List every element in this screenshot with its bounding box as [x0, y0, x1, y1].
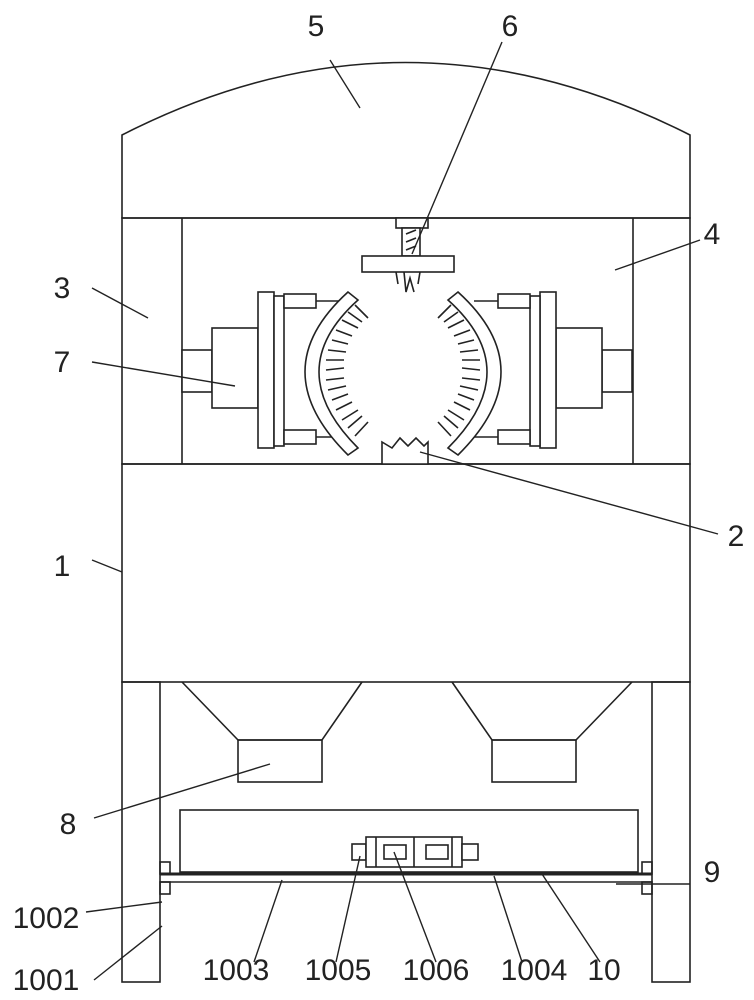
left-rod-bottom	[283, 429, 317, 445]
label-1005: 1005	[305, 954, 372, 987]
right-leg	[651, 681, 691, 983]
label-3: 3	[54, 272, 71, 305]
top-cover	[121, 61, 691, 219]
leader-1003	[253, 879, 283, 963]
label-10: 10	[587, 954, 620, 987]
right-motor	[555, 327, 603, 409]
left-clamp-plate	[257, 291, 275, 449]
leader-10	[541, 873, 601, 963]
leader-1	[91, 559, 123, 573]
label-8: 8	[60, 808, 77, 841]
left-hopper-outlet	[237, 739, 323, 783]
latch-slot-left	[383, 844, 407, 860]
right-rod-top	[497, 293, 531, 309]
leader-5	[329, 59, 361, 109]
right-motor-small	[601, 349, 633, 393]
left-jaw-teeth	[325, 304, 369, 437]
label-1003: 1003	[203, 954, 270, 987]
right-bracket-lower	[641, 881, 653, 895]
collection-drawer	[179, 809, 639, 873]
leader-7	[91, 361, 236, 387]
latch-slot-right	[425, 844, 449, 860]
left-leg	[121, 681, 161, 983]
left-jaw	[304, 290, 360, 457]
label-1001: 1001	[13, 964, 80, 997]
support-block	[381, 436, 429, 465]
left-hopper	[181, 681, 363, 741]
leader-1005	[335, 855, 361, 963]
label-5: 5	[308, 10, 325, 43]
right-jaw-teeth	[437, 304, 481, 437]
leader-1006	[393, 851, 437, 963]
leader-6	[411, 41, 503, 255]
leader-2	[419, 451, 719, 535]
label-6: 6	[502, 10, 519, 43]
leader-1004	[493, 875, 523, 963]
right-clamp-plate	[539, 291, 557, 449]
label-1: 1	[54, 550, 71, 583]
left-bracket-upper	[159, 861, 171, 875]
main-body	[121, 463, 691, 683]
label-1002: 1002	[13, 902, 80, 935]
label-1006: 1006	[403, 954, 470, 987]
right-rod-bottom	[497, 429, 531, 445]
leader-4	[614, 239, 701, 271]
left-motor-small	[181, 349, 213, 393]
leader-1001	[93, 925, 163, 981]
leader-1002	[85, 901, 163, 913]
left-motor	[211, 327, 259, 409]
leader-3	[91, 287, 149, 319]
label-2: 2	[728, 520, 745, 553]
right-bracket-upper	[641, 861, 653, 875]
latch-end-right	[461, 843, 479, 861]
press-tip	[395, 271, 421, 293]
right-hopper	[451, 681, 633, 741]
label-7: 7	[54, 346, 71, 379]
right-hopper-outlet	[491, 739, 577, 783]
leader-8	[93, 763, 271, 819]
left-rod-top	[283, 293, 317, 309]
label-9: 9	[704, 856, 721, 889]
label-1004: 1004	[501, 954, 568, 987]
right-jaw	[446, 290, 502, 457]
left-bracket-lower	[159, 881, 171, 895]
press-plate	[361, 255, 455, 273]
label-4: 4	[704, 218, 721, 251]
